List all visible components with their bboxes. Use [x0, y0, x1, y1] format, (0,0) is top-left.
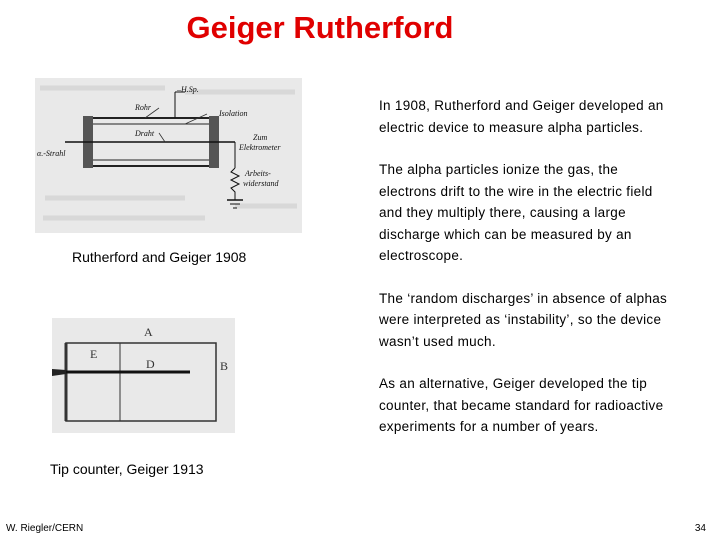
figure2-caption: Tip counter, Geiger 1913 — [50, 461, 204, 477]
label-alpha-strahl: α.-Strahl — [37, 149, 66, 158]
label-arbeits: Arbeits- — [244, 169, 271, 178]
label-b: B — [220, 359, 228, 373]
paragraph-instability: The ‘random discharges’ in absence of al… — [379, 290, 668, 349]
paragraph-ionization: The alpha particles ionize the gas, the … — [379, 162, 653, 263]
label-e: E — [90, 347, 97, 361]
footer-author: W. Riegler/CERN — [6, 523, 84, 534]
page-number: 34 — [694, 523, 706, 534]
figure1-caption: Rutherford and Geiger 1908 — [72, 249, 247, 265]
rutherford-geiger-1908-diagram: –H.Sp. Rohr Isolation Draht Zum Elektrom… — [35, 78, 302, 233]
slide-body: In 1908, Rutherford and Geiger developed… — [379, 95, 679, 459]
label-a: A — [144, 325, 153, 339]
tip-counter-diagram: A E D B — [52, 318, 235, 433]
label-rohr: Rohr — [134, 103, 152, 112]
paragraph-intro: In 1908, Rutherford and Geiger developed… — [379, 98, 664, 135]
label-d: D — [146, 357, 155, 371]
label-hv: –H.Sp. — [176, 85, 199, 94]
paragraph-tip-counter: As an alternative, Geiger developed the … — [379, 376, 664, 434]
slide-title: Geiger Rutherford — [186, 10, 454, 45]
label-widerstand: widerstand — [243, 179, 280, 188]
label-isolation: Isolation — [218, 109, 247, 118]
label-draht: Draht — [134, 129, 155, 138]
label-zum: Zum — [253, 133, 267, 142]
label-elektrometer: Elektrometer — [238, 143, 281, 152]
